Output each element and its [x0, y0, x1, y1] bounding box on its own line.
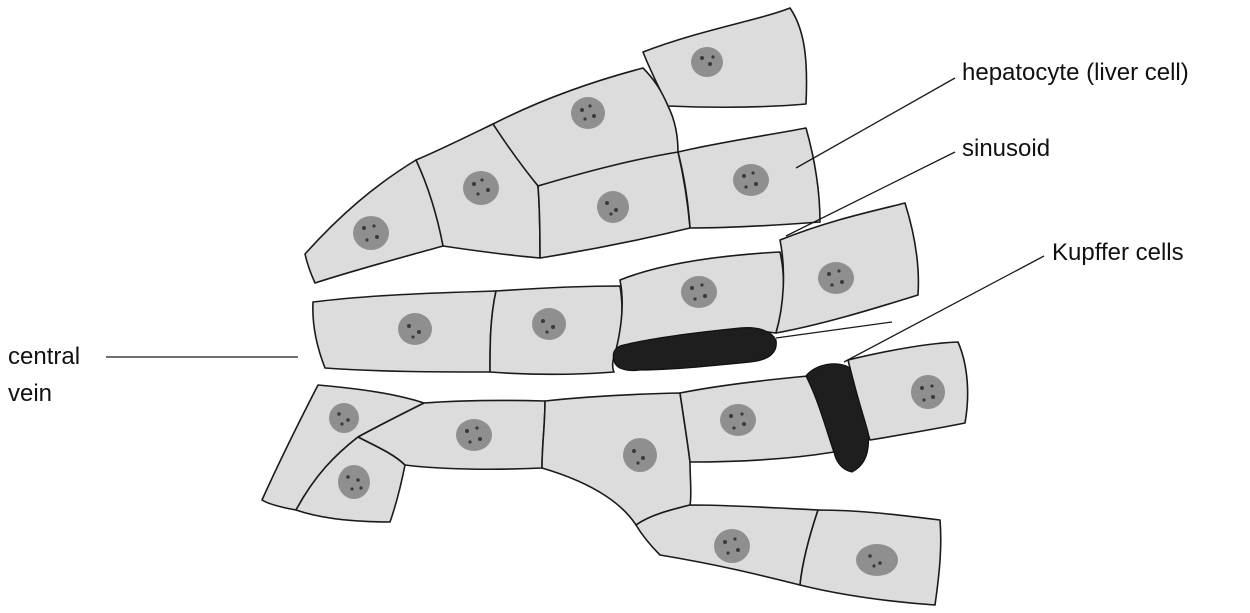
nucleus [733, 164, 769, 196]
nucleus [691, 47, 723, 77]
nucleus [856, 544, 898, 576]
nucleus [818, 262, 854, 294]
nucleus [681, 276, 717, 308]
nucleus [911, 375, 945, 409]
hepatocyte-leader-line [796, 78, 955, 168]
hepatocyte [542, 393, 691, 525]
nucleus [398, 313, 432, 345]
central-vein-label-line2: vein [8, 380, 52, 407]
hepatocyte [680, 376, 834, 462]
kupffer-cells-label: Kupffer cells [1052, 239, 1184, 266]
nucleus [338, 465, 370, 499]
nucleus [623, 438, 657, 472]
nucleus [597, 191, 629, 223]
hepatocyte [643, 8, 807, 107]
central-vein-label-line1: central [8, 343, 80, 370]
nucleus [329, 403, 359, 433]
nucleus [720, 404, 756, 436]
sinusoid-label: sinusoid [962, 135, 1050, 162]
nucleus [463, 171, 499, 205]
hepatocyte-label: hepatocyte (liver cell) [962, 59, 1189, 86]
nucleus [714, 529, 750, 563]
nucleus [456, 419, 492, 451]
nucleus [532, 308, 566, 340]
nucleus [571, 97, 605, 129]
nucleus [353, 216, 389, 250]
